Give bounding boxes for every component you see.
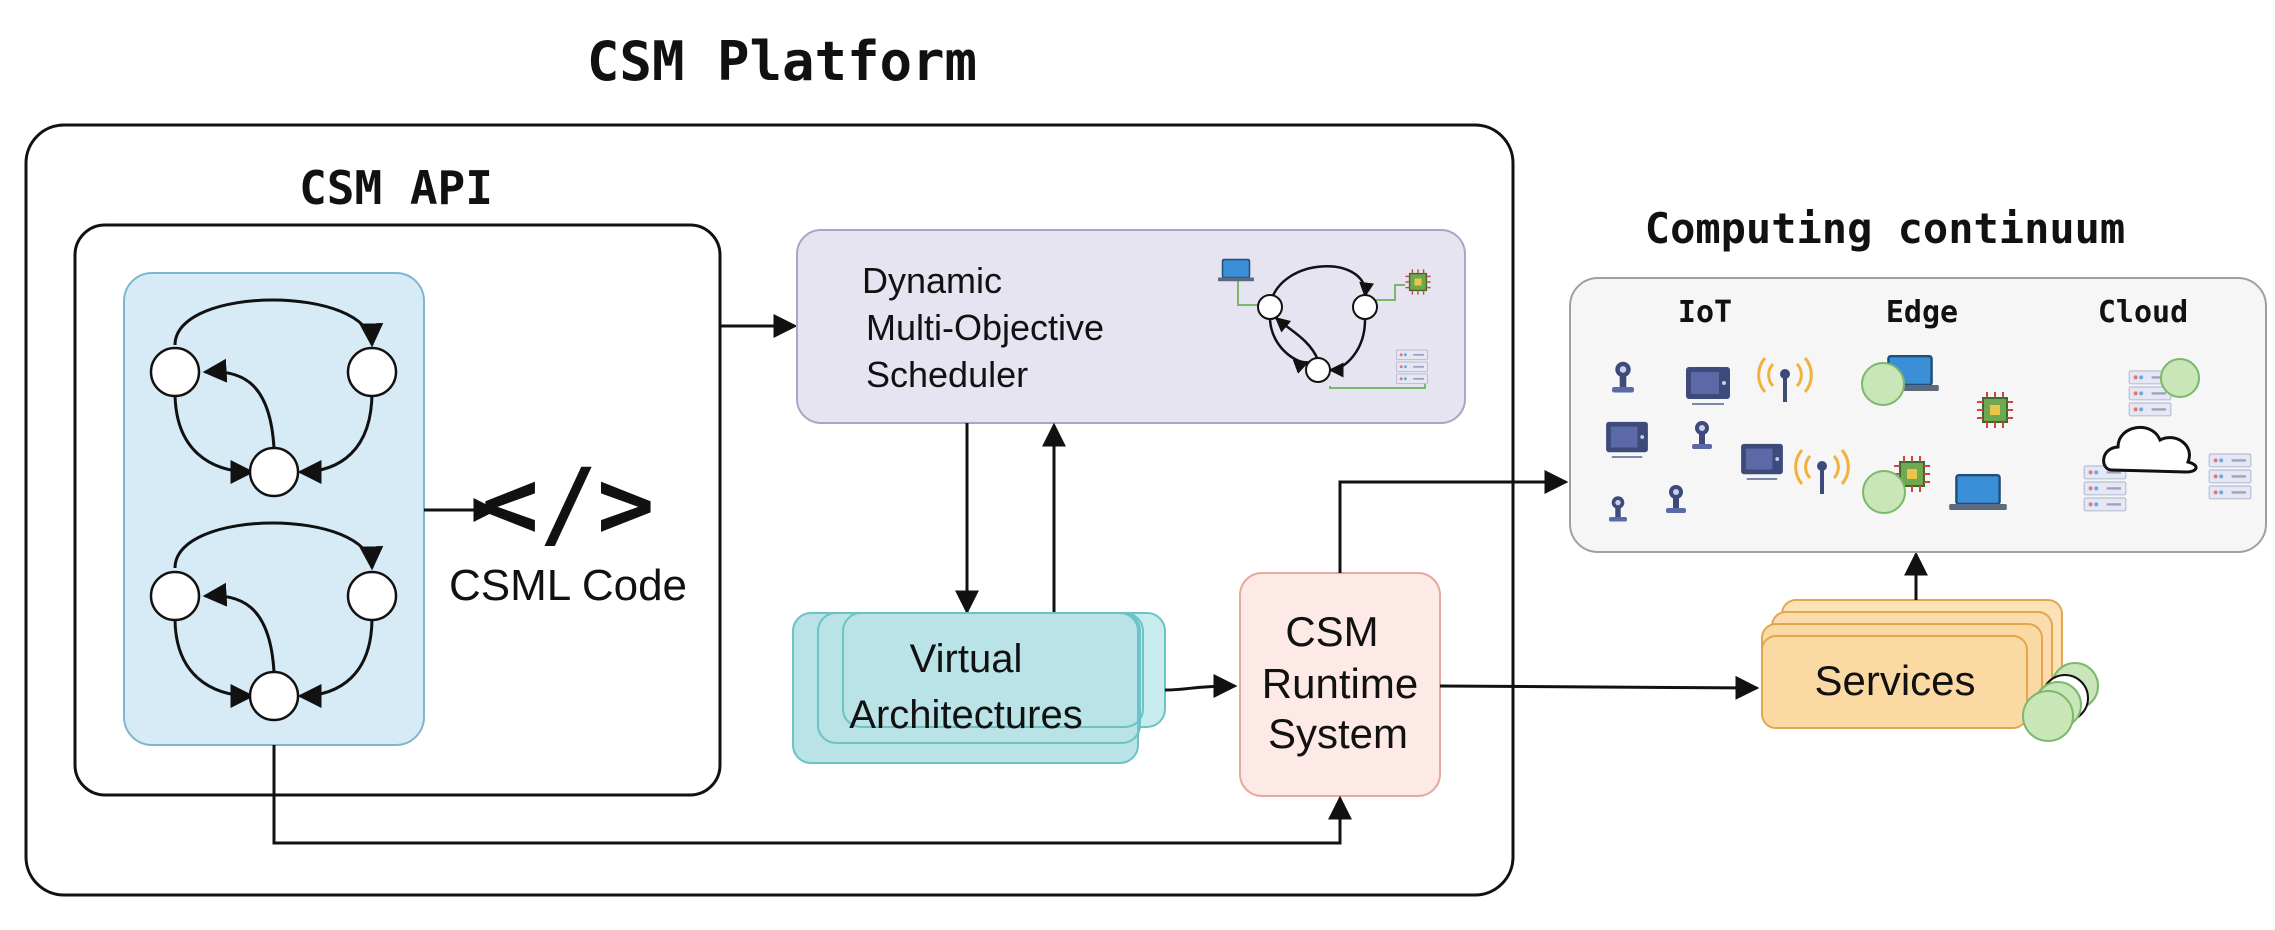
scheduler-graph-icon (1217, 258, 1432, 389)
scheduler-box (796, 229, 1466, 424)
cloud-servers-icon (2082, 358, 2253, 512)
dag-node (346, 570, 398, 622)
iot-label: IoT (1678, 295, 1732, 330)
code-icon: </> (481, 448, 654, 560)
workflow-graph-bottom (173, 521, 384, 708)
api-frame (73, 223, 722, 797)
scheduler-label-line2: Multi-Objective (866, 307, 1104, 348)
dag-node (149, 570, 201, 622)
continuum-title: Computing continuum (1645, 204, 2125, 253)
scheduler-label-line1: Dynamic (862, 260, 1002, 301)
runtime-label-line2: Runtime (1262, 660, 1418, 707)
workflow-graph-top (173, 298, 384, 484)
cloud-label: Cloud (2098, 295, 2188, 330)
dag-node (248, 670, 300, 722)
platform-frame (24, 123, 1515, 897)
services-label: Services (1814, 657, 1975, 704)
virtual-architectures-stack (792, 612, 1166, 764)
va-label-line1: Virtual (910, 637, 1023, 681)
api-title: CSM API (299, 161, 493, 215)
runtime-label-line3: System (1268, 710, 1408, 757)
services-stack (1761, 599, 2063, 729)
runtime-label-line1: CSM (1285, 608, 1378, 655)
arrow-api-to-runtime (272, 745, 1352, 845)
dag-node (248, 446, 300, 498)
arrow-runtime-to-services (1439, 675, 1760, 700)
code-label: CSML Code (449, 561, 687, 610)
scheduler-label-line3: Scheduler (866, 354, 1028, 395)
platform-title: CSM Platform (587, 30, 977, 93)
arrow-va-to-runtime (1164, 674, 1238, 699)
service-instances-icon (2022, 662, 2099, 742)
va-label-line2: Architectures (849, 693, 1082, 737)
edge-devices-icon (1861, 355, 2014, 514)
arrow-runtime-to-continuum (1338, 470, 1569, 573)
dag-node (346, 346, 398, 398)
edge-label: Edge (1886, 295, 1958, 330)
dag-node (149, 346, 201, 398)
